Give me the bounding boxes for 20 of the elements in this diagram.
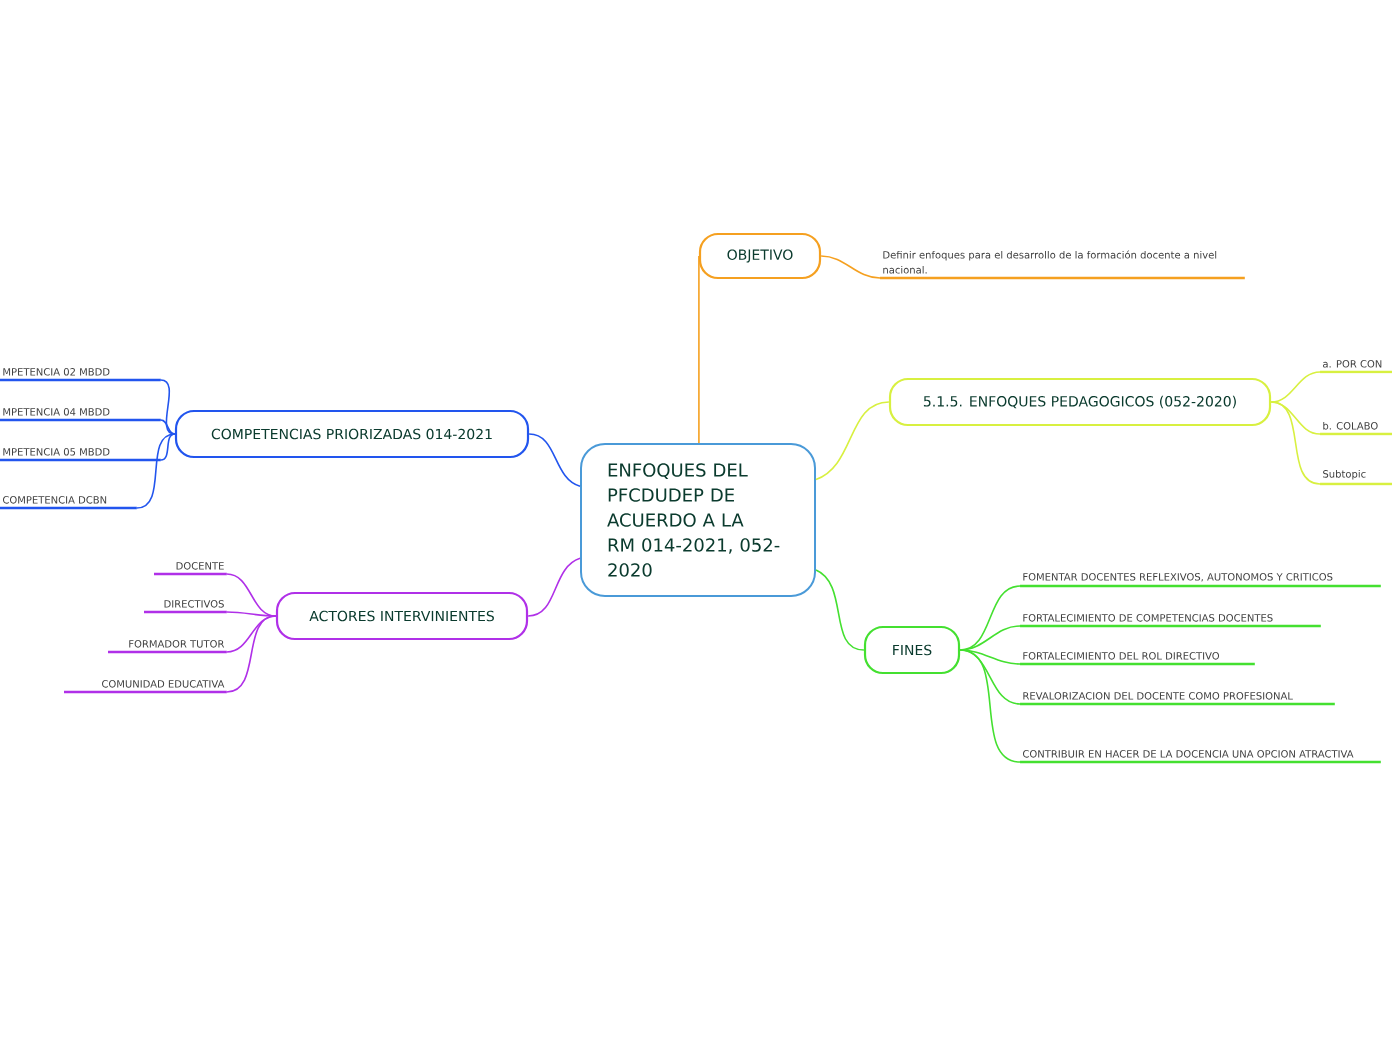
connector: [226, 573, 277, 617]
connector: [160, 379, 176, 435]
central-topic-box: ENFOQUES DEL PFCDUDEP DE ACUERDO A LA RM 014-2021, 052-2020: [580, 443, 816, 597]
connector: [527, 557, 581, 617]
connector: [1270, 371, 1321, 403]
connector: [1270, 401, 1321, 485]
connector: [815, 569, 865, 651]
connector: [226, 615, 277, 693]
connector: [226, 611, 277, 617]
connector: [959, 649, 1021, 763]
connector: [160, 419, 176, 435]
connector: [528, 433, 581, 487]
connector: [820, 255, 881, 279]
connector: [698, 255, 700, 444]
connector: [136, 433, 176, 509]
connector: [160, 433, 176, 461]
connector: [959, 625, 1021, 651]
connector: [959, 649, 1021, 665]
connector: [226, 615, 277, 653]
connector: [815, 401, 890, 481]
